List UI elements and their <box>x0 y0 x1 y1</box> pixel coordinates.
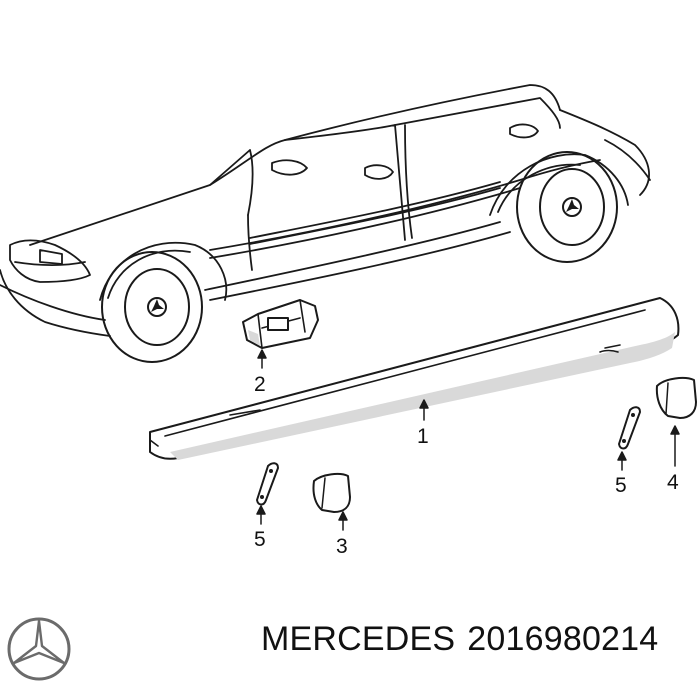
brand-name: MERCEDES <box>261 620 456 658</box>
callout-1: 1 <box>417 425 429 448</box>
callout-5-right: 5 <box>615 474 627 497</box>
part-5-strip-right <box>618 406 641 450</box>
part-caption: MERCEDES 2016980214 <box>261 620 670 659</box>
mercedes-star-logo-icon <box>7 617 71 681</box>
callout-3: 3 <box>336 535 348 558</box>
callout-2: 2 <box>254 373 266 396</box>
part-2-clip <box>242 299 319 349</box>
callout-5-left: 5 <box>254 528 266 551</box>
leader-lines <box>256 349 680 531</box>
part-5-strip-left <box>256 462 279 506</box>
part-number: 2016980214 <box>467 620 659 658</box>
rear-wheel <box>516 151 618 263</box>
car-illustration <box>0 84 651 337</box>
part-1-rocker-panel <box>149 297 680 460</box>
callout-4: 4 <box>667 471 679 494</box>
part-3-end-cap <box>312 472 351 513</box>
part-4-end-cap <box>655 377 697 419</box>
front-wheel <box>101 251 203 363</box>
